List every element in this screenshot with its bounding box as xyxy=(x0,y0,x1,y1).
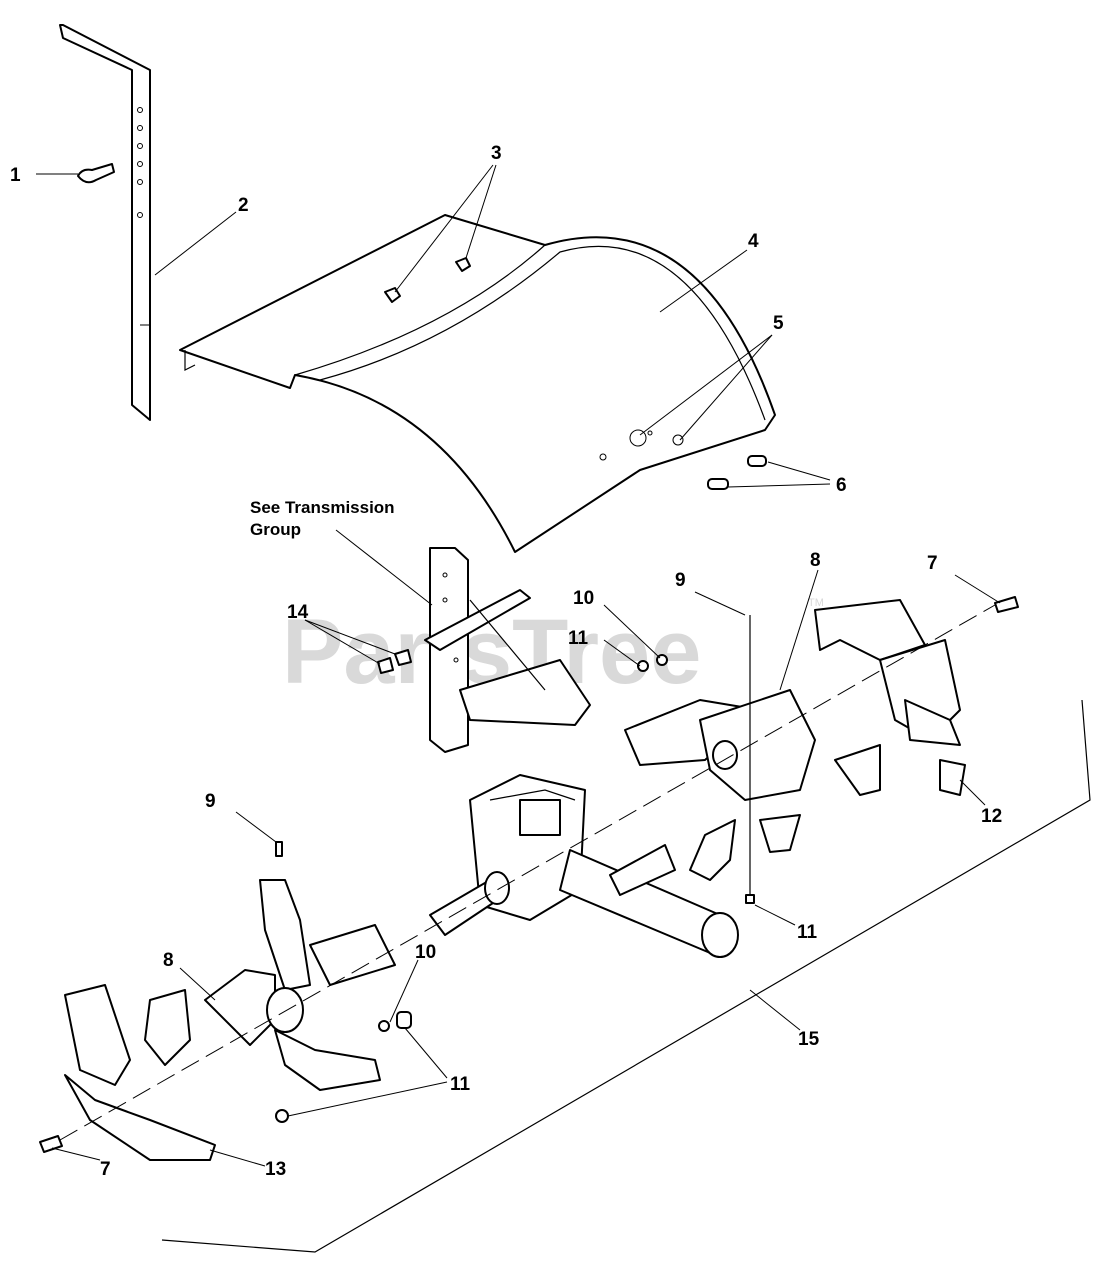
callout-4: 4 xyxy=(748,231,759,252)
callout-10-right: 10 xyxy=(573,588,594,609)
callout-11-right: 11 xyxy=(568,628,589,649)
callout-14: 14 xyxy=(287,602,309,623)
callout-12: 12 xyxy=(981,806,1002,827)
right-tines xyxy=(624,599,966,881)
pin-clip-right xyxy=(745,894,755,904)
left-tines xyxy=(64,879,396,1161)
callout-9-right: 9 xyxy=(675,570,686,591)
shield-bolts xyxy=(384,257,471,303)
callout-2: 2 xyxy=(238,195,249,216)
tine-bolt-left xyxy=(39,1135,63,1153)
note-line-2: Group xyxy=(250,520,301,539)
assembly-outline xyxy=(59,604,1091,1253)
hardware-left xyxy=(275,841,412,1123)
tine-bolt-right xyxy=(994,596,1019,613)
leader-lines xyxy=(36,164,1001,1167)
transmission-bracket xyxy=(424,547,591,753)
callout-9-left: 9 xyxy=(205,791,216,812)
callout-11-left: 11 xyxy=(450,1074,471,1095)
watermark-tm: TM xyxy=(808,597,824,609)
callout-10-left: 10 xyxy=(415,942,436,963)
callout-7-left: 7 xyxy=(100,1159,111,1180)
tine-shield xyxy=(179,214,776,553)
hitch-pin xyxy=(77,163,115,184)
callout-6: 6 xyxy=(836,475,847,496)
note-line-1: See Transmission xyxy=(250,498,395,517)
callout-8-right: 8 xyxy=(810,550,821,571)
callout-13: 13 xyxy=(265,1159,286,1180)
callout-1: 1 xyxy=(10,165,21,186)
gearbox xyxy=(429,774,739,958)
callout-3: 3 xyxy=(491,143,502,164)
callout-11-right-lower: 11 xyxy=(797,922,818,943)
hardware-right xyxy=(637,654,668,672)
callout-7-right: 7 xyxy=(927,553,938,574)
bracket-bolts xyxy=(377,649,412,674)
pins xyxy=(707,455,767,490)
depth-bar xyxy=(59,24,151,421)
callout-5: 5 xyxy=(773,313,784,334)
callout-15: 15 xyxy=(798,1029,820,1050)
callout-8-left: 8 xyxy=(163,950,174,971)
